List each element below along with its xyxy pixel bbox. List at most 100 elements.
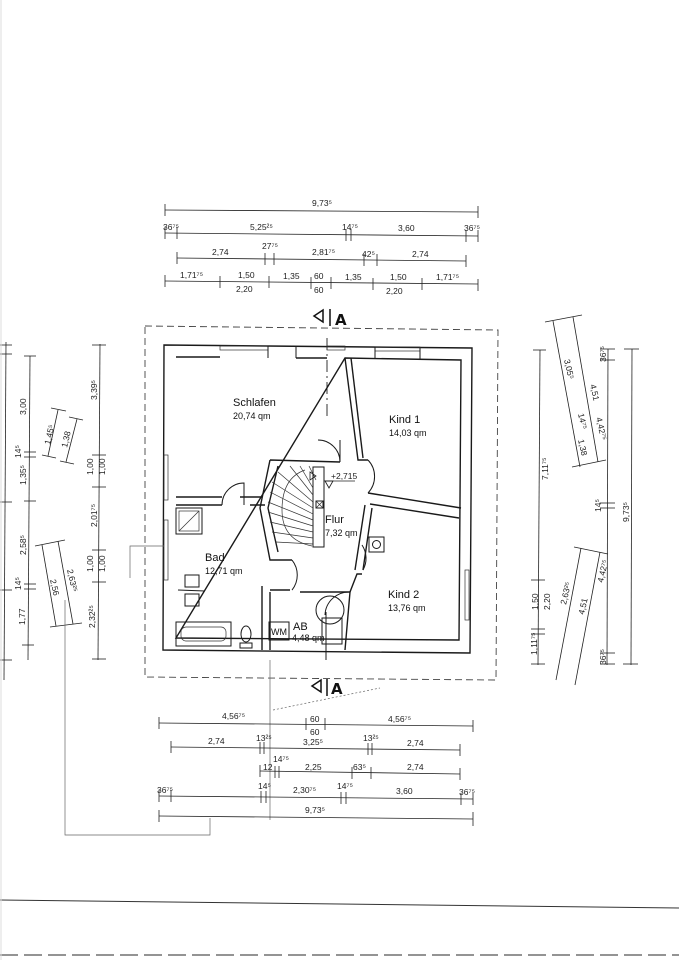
dim-label: 2,63²⁵ [65,568,80,593]
top-dimension-chains: 9,73⁵ 36⁷⁵ 5,25²⁵ 14⁷⁵ 3,60 36⁷⁵ 2,74 27… [163,198,480,296]
dim-label: 4,42⁷⁵ [595,559,610,584]
dim-label: 60 [310,714,320,724]
dim-label: 2,81⁷⁵ [312,247,335,257]
dim-label: 2,01⁷⁵ [89,504,99,527]
dim-label: 4,56⁷⁵ [388,714,411,724]
dim-label: 27⁷⁵ [262,241,278,251]
dim-label: 1,00 [85,458,95,475]
room-name-ab: AB [293,621,308,633]
dim-label: 9,73⁵ [312,198,332,208]
dim-label: 60 [314,285,324,295]
room-name-kind1: Kind 1 [389,414,420,426]
dim-line-top-row2 [164,232,479,237]
dim-label: 2,56 [48,578,62,597]
room-area-schlafen: 20,74 qm [233,411,271,421]
dim-label: 2,30⁷⁵ [293,785,316,795]
dim-label: 14⁷⁵ [576,412,589,430]
washing-machine-box [268,621,290,641]
sink-icon [184,574,200,588]
dim-label: 1,71⁷⁵ [436,272,459,282]
dim-label: 14⁵ [593,499,603,512]
dim-label: 12 [263,762,273,772]
toilet-icon [240,625,252,643]
dim-label: 2,74 [407,738,424,748]
room-area-ab: 4,48 qm [292,633,325,643]
dim-label: 3,39⁵ [89,380,99,400]
dim-label: 36⁷⁵ [163,222,179,232]
section-marker-bottom: A [310,678,343,698]
dim-label: 2,20 [386,286,403,296]
dim-label: 60 [314,271,324,281]
room-labels: Schlafen 20,74 qm Kind 1 14,03 qm Flur 7… [205,397,427,643]
dim-label: 1,45⁵ [42,424,56,446]
dim-label: 7,11⁷⁵ [540,457,550,480]
dim-label: 1,00 [97,458,107,475]
dim-label: 1,00 [97,555,107,572]
dim-label: 2,74 [208,736,225,746]
dim-label: 4,51 [576,597,590,616]
dim-label: 42⁵ [362,249,375,259]
dim-label: 1,35⁵ [18,465,28,485]
dim-label: 9,73⁵ [305,805,325,815]
dim-label: 36⁷⁵ [464,223,480,233]
dim-label: 2,74 [212,247,229,257]
level-value: +2,715 [331,471,358,481]
right-dimension-chains: 7,11⁷⁵ 1,50 2,20 1,11⁷⁵ 3,05⁵ 14⁷⁵ 1,38 … [529,314,639,686]
room-area-flur: 7,32 qm [325,528,358,538]
left-dimension-chains: 3,00 14⁵ 1,35⁵ 2,58⁵ 14⁵ 1,77 1,45⁵ 1,38… [0,341,107,681]
dim-label: 1,50 [238,270,255,280]
dim-label: 36⁷⁵ [157,785,173,795]
dim-label: 14⁷⁵ [273,754,289,764]
room-area-kind2: 13,76 qm [388,603,426,613]
dim-line-top-total [164,209,479,213]
dim-label: 14⁵ [258,781,271,791]
dim-label: 9,73⁵ [621,502,631,522]
washing-machine-label: WM [271,627,287,637]
dim-label: 14⁷⁵ [337,781,353,791]
dim-label: 36⁷⁵ [459,787,475,797]
staircase [267,465,325,548]
dim-label: 3,05⁵ [562,358,576,380]
leader-line [64,600,211,836]
leader-line [129,545,164,578]
bathtub-icon [175,621,232,647]
level-marker: +2,715 [324,471,358,489]
room-name-bad: Bad [205,552,225,564]
dim-label: 2,32²⁵ [87,605,97,628]
dim-label: 1,77 [17,608,27,625]
dim-line-top-row4 [164,280,479,285]
room-name-kind2: Kind 2 [388,589,419,601]
dim-label: 1,50 [530,593,540,610]
dim-label: 1,50 [390,272,407,282]
section-letter: A [331,680,343,698]
bottom-dimension-chains: 4,56⁷⁵ 60 4,56⁷⁵ 60 2,74 13²⁵ 3,25⁵ 13²⁵… [157,660,475,826]
dim-label: 14⁵ [13,445,23,458]
dim-label: 1,35 [345,272,362,282]
exterior-walls [162,344,473,654]
dim-label: 1,00 [85,555,95,572]
dim-label: 2,58⁵ [18,535,28,555]
dim-label: 14⁵ [13,577,23,590]
dim-label: 4,56⁷⁵ [222,711,245,721]
dim-label: 4,51 [588,383,602,402]
room-area-bad: 12,71 qm [205,566,243,576]
dim-label: 1,71⁷⁵ [180,270,203,280]
dim-label: 5,25²⁵ [250,222,273,232]
room-name-flur: Flur [325,514,344,526]
dim-label: 3,60 [398,223,415,233]
dim-label: 36⁷⁵ [598,346,608,362]
dim-label: 14⁷⁵ [342,222,358,232]
dim-label: 3,25⁵ [303,737,323,747]
dim-label: 13²⁵ [363,733,379,743]
chimney-icon [368,536,385,553]
room-name-schlafen: Schlafen [233,397,276,409]
dim-label: 2,20 [236,284,253,294]
dim-label: 36⁷⁵ [598,649,608,665]
door-swings [221,439,375,616]
room-area-kind1: 14,03 qm [389,428,427,438]
shower-tray [175,507,203,535]
dim-label: 63⁵ [353,762,366,772]
dim-label: 2,74 [407,762,424,772]
roof-outline [144,325,499,681]
